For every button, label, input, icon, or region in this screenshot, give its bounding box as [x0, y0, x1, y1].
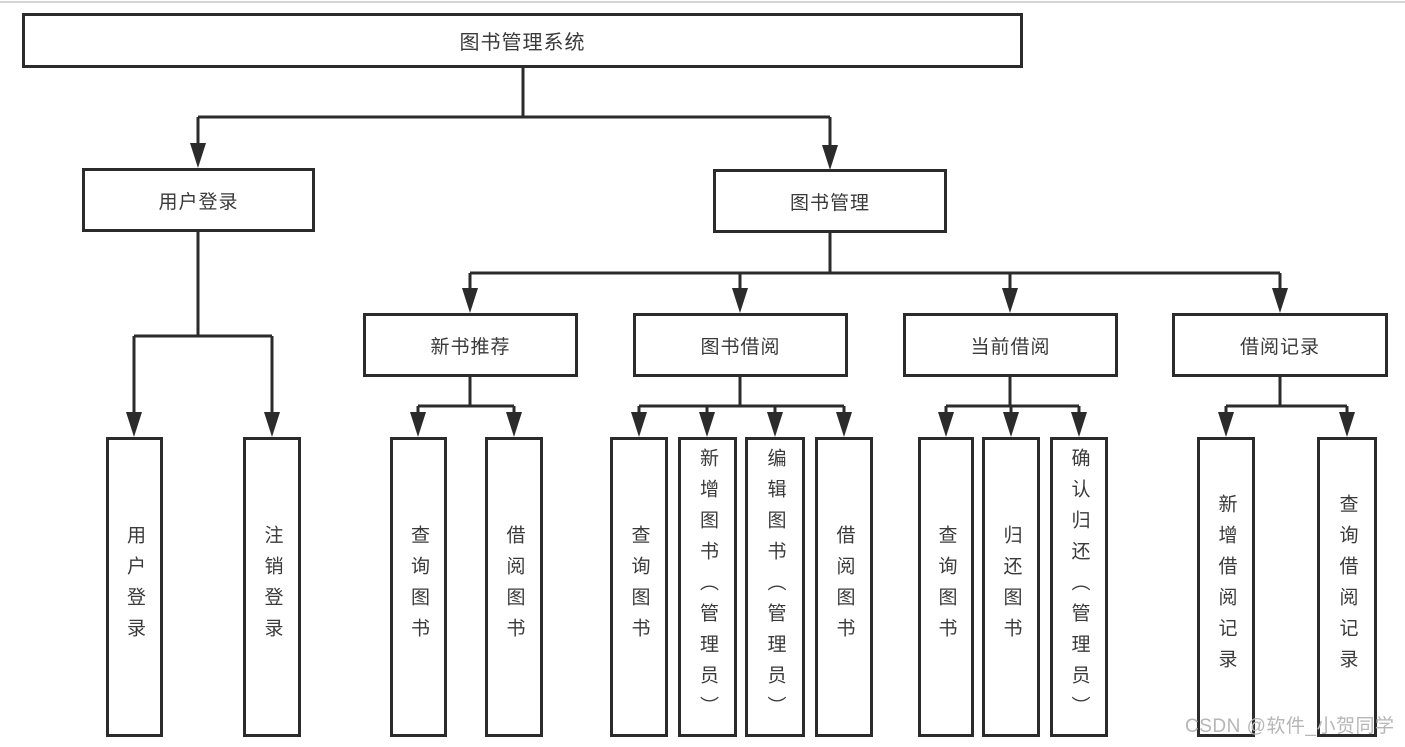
- leaf-logout-label: 注销登录: [261, 525, 283, 649]
- leaf-borrow-books-2: 借阅图书: [815, 437, 873, 737]
- node-current-borrow: 当前借阅: [903, 313, 1118, 377]
- leaf-add-book-admin-label: 新增图书（管理员）: [697, 447, 718, 727]
- node-borrow-records: 借阅记录: [1172, 313, 1388, 377]
- leaf-query-books-current: 查询图书: [918, 437, 974, 737]
- node-user-login-label: 用户登录: [158, 191, 239, 213]
- leaf-return-book: 归还图书: [982, 437, 1040, 737]
- node-borrow-records-label: 借阅记录: [1239, 336, 1320, 358]
- node-library-system-label: 图书管理系统: [459, 32, 586, 54]
- node-book-management: 图书管理: [713, 169, 947, 233]
- leaf-query-books-current-label: 查询图书: [935, 525, 957, 649]
- leaf-query-books-recommend-label: 查询图书: [408, 525, 429, 649]
- leaf-user-login: 用户登录: [106, 437, 163, 737]
- leaf-query-borrow-record-label: 查询借阅记录: [1336, 494, 1358, 680]
- leaf-edit-book-admin-label: 编辑图书（管理员）: [764, 447, 786, 727]
- node-book-borrow: 图书借阅: [633, 313, 848, 377]
- csdn-watermark: CSDN @软件_小贺同学: [1185, 716, 1395, 737]
- leaf-add-book-admin: 新增图书（管理员）: [678, 437, 737, 737]
- leaf-borrow-books-recommend-label: 借阅图书: [503, 525, 525, 649]
- node-library-system: 图书管理系统: [22, 13, 1023, 68]
- leaf-return-book-label: 归还图书: [1000, 525, 1022, 649]
- leaf-logout: 注销登录: [243, 437, 301, 737]
- leaf-user-login-label: 用户登录: [124, 525, 145, 649]
- node-book-borrow-label: 图书借阅: [700, 336, 781, 358]
- node-user-login: 用户登录: [82, 168, 315, 232]
- leaf-confirm-return-admin: 确认归还（管理员）: [1050, 437, 1108, 737]
- leaf-query-books-borrow-label: 查询图书: [628, 525, 650, 649]
- leaf-add-borrow-record-label: 新增借阅记录: [1215, 494, 1237, 680]
- page-top-border: [0, 1, 1405, 3]
- node-current-borrow-label: 当前借阅: [970, 336, 1051, 358]
- leaf-query-books-recommend: 查询图书: [390, 437, 447, 737]
- leaf-edit-book-admin: 编辑图书（管理员）: [745, 437, 805, 737]
- leaf-borrow-books-2-label: 借阅图书: [833, 525, 855, 649]
- leaf-add-borrow-record: 新增借阅记录: [1197, 437, 1255, 737]
- leaf-confirm-return-admin-label: 确认归还（管理员）: [1068, 447, 1090, 727]
- node-new-book-recommend-label: 新书推荐: [430, 336, 511, 358]
- leaf-query-books-borrow: 查询图书: [610, 437, 668, 737]
- node-book-management-label: 图书管理: [789, 192, 870, 214]
- node-new-book-recommend: 新书推荐: [363, 313, 578, 377]
- leaf-query-borrow-record: 查询借阅记录: [1317, 437, 1377, 737]
- leaf-borrow-books-recommend: 借阅图书: [485, 437, 543, 737]
